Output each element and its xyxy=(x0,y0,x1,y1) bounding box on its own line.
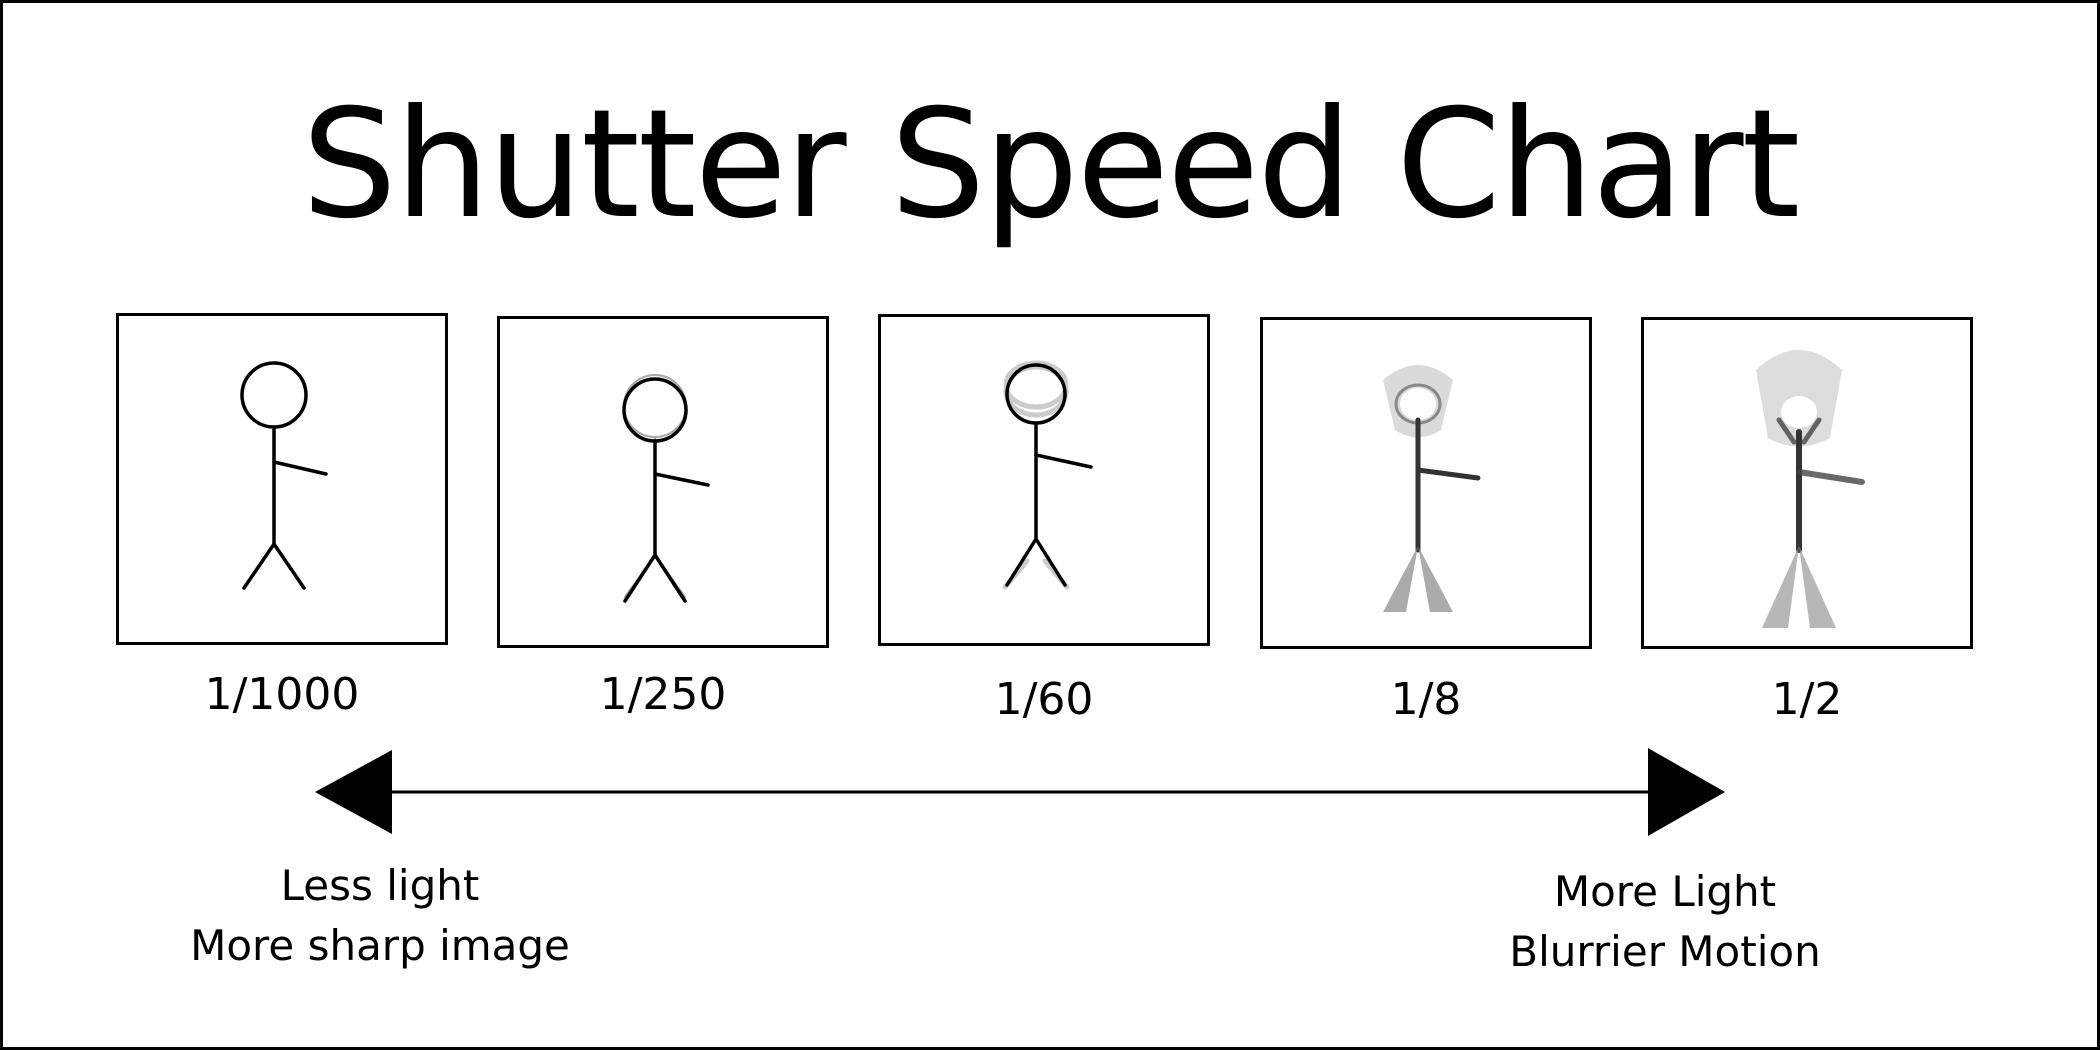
right-caption: More Light Blurrier Motion xyxy=(1465,862,1865,982)
shutter-speed-label-1: 1/1000 xyxy=(204,669,360,720)
stick-figure-panel-4 xyxy=(1260,317,1592,649)
shutter-speed-label-3: 1/60 xyxy=(994,674,1094,725)
stick-figure-panel-1 xyxy=(116,313,448,645)
stick-figure-panel-5 xyxy=(1641,317,1973,649)
left-caption: Less light More sharp image xyxy=(180,856,580,976)
shutter-speed-label-4: 1/8 xyxy=(1390,674,1462,725)
left-caption-line-2: More sharp image xyxy=(190,921,570,970)
shutter-speed-label-5: 1/2 xyxy=(1771,674,1843,725)
left-caption-line-1: Less light xyxy=(280,861,480,910)
stick-figure-slight-blur-icon xyxy=(622,374,710,603)
right-caption-line-1: More Light xyxy=(1553,867,1777,916)
stick-figure-moderate-blur-icon xyxy=(1002,360,1093,590)
chart-title: Shutter Speed Chart xyxy=(301,78,1801,252)
stick-figure-very-heavy-blur-icon xyxy=(1756,350,1865,628)
stick-figure-heavy-blur-icon xyxy=(1383,365,1481,612)
stick-figure-panel-2 xyxy=(497,316,829,648)
stick-figure-sharp-icon xyxy=(240,361,328,590)
stick-figure-panel-3 xyxy=(878,314,1210,646)
double-arrow-icon xyxy=(315,748,1725,836)
right-caption-line-2: Blurrier Motion xyxy=(1509,927,1821,976)
shutter-speed-label-2: 1/250 xyxy=(599,669,727,720)
